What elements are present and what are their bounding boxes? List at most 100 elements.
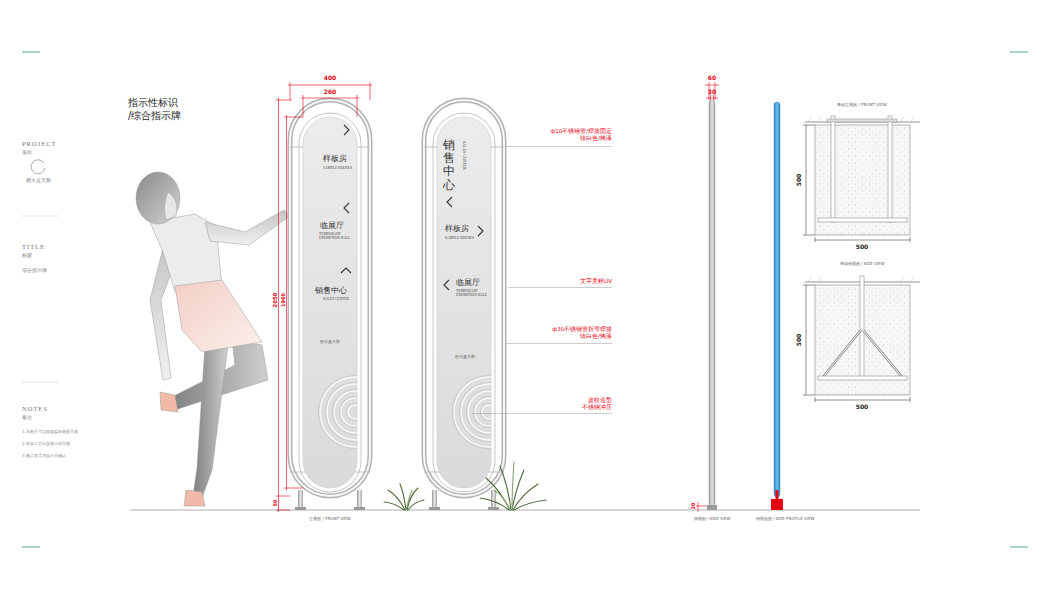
direction-arrow	[341, 125, 483, 290]
sign-panel	[320, 377, 357, 447]
sheet-title: 指示性标识 /综合指示牌	[128, 97, 184, 122]
woman-figure	[164, 192, 177, 220]
profile-pole	[776, 490, 779, 500]
logo-text: 碧水蓝天郡	[320, 340, 340, 344]
ground-line	[130, 510, 920, 511]
sign-panel	[348, 405, 357, 419]
side-pole	[707, 100, 717, 510]
foundation-side	[863, 330, 902, 377]
profile-pole	[771, 499, 783, 510]
dimension-line	[706, 98, 718, 99]
dimension-line	[698, 502, 699, 512]
callout-note: 文字美精UV	[580, 278, 612, 285]
sidebar-heading: TITLE	[22, 243, 45, 251]
logo-text: 碧水蓝天郡	[26, 178, 51, 183]
foundation-front	[806, 125, 807, 235]
foundation-front	[910, 117, 914, 122]
note-line: 2.材质工艺以实物小样为准	[22, 442, 70, 447]
plant	[494, 490, 510, 510]
logo-mark	[31, 160, 45, 174]
plant	[406, 462, 514, 510]
sign-panel	[340, 397, 358, 428]
dimension-line	[357, 95, 358, 117]
sign-panel	[474, 397, 492, 428]
foundation-front	[818, 117, 822, 122]
plant	[384, 502, 404, 510]
callout-note: ф30不锈钢管折弯焊接 钛白色/烤漆	[550, 326, 612, 340]
foundation-front	[808, 117, 812, 122]
dimension-line	[276, 82, 719, 512]
leader-line	[472, 413, 612, 414]
destination-english: SAMPLE HOUSES	[323, 166, 352, 170]
foundation-side	[803, 285, 815, 286]
foundation-side	[823, 330, 861, 377]
sign-panel	[461, 384, 491, 440]
callout-note: ф10不锈钢管/焊接固定 钛白色/烤漆	[548, 128, 612, 142]
foundation-side	[815, 400, 910, 401]
leader-line	[506, 343, 612, 344]
stainless-frame	[354, 507, 365, 510]
foundation-front	[803, 235, 815, 236]
sidebar-rule	[22, 216, 58, 382]
foundation-side	[818, 376, 907, 380]
sidebar-heading: 标题	[22, 252, 32, 258]
foundation-side	[900, 277, 904, 282]
woman-figure	[160, 392, 178, 412]
sidebar-rule	[22, 382, 58, 383]
foundation-side	[803, 285, 910, 402]
dimension-value: 50	[272, 500, 278, 507]
destination-name: 样板房	[445, 224, 469, 234]
sidebar-rule	[22, 216, 58, 217]
woman-figure	[175, 280, 262, 352]
foundation-front	[808, 117, 914, 122]
direction-arrow	[447, 197, 452, 207]
destination-english: SAMPLE HOUSES	[445, 236, 474, 240]
foundation-side	[803, 276, 920, 402]
plant	[500, 466, 511, 510]
side-pole	[709, 100, 715, 506]
destination-english: TEMPORARY EXHIBITION HALL	[456, 289, 494, 298]
foundation-front	[910, 237, 911, 242]
stainless-frame	[290, 100, 370, 510]
view-caption: 正视图 / FRONT VIEW	[309, 517, 350, 522]
sign-panel	[460, 383, 492, 442]
dimension-value: 400	[324, 74, 337, 81]
destination-name: 销售中心	[315, 286, 347, 296]
dimension-line	[284, 117, 303, 118]
foundation-front	[815, 125, 910, 235]
foundation-front	[803, 125, 815, 126]
direction-arrow	[341, 268, 351, 273]
sidebar-value: 综合指示牌	[22, 268, 47, 273]
logo-text: 碧水蓝天郡	[455, 355, 475, 359]
dimension-line	[284, 488, 303, 489]
sign-panel	[303, 117, 526, 488]
ground-line	[130, 510, 920, 511]
sign-panel	[453, 376, 492, 449]
profile-pole	[774, 102, 780, 497]
direction-arrow	[444, 280, 449, 290]
destination-english: SALES CENTER	[323, 297, 349, 301]
dimension-value: 260	[324, 88, 337, 95]
stainless-frame	[299, 113, 361, 492]
sign-panel	[319, 376, 358, 449]
foundation-side	[818, 277, 822, 282]
profile-pole	[771, 102, 783, 510]
plant	[513, 484, 538, 510]
dimension-value: 1960	[280, 293, 286, 307]
foundation-front	[815, 237, 816, 242]
destination-name: 临展厅	[456, 278, 480, 288]
view-caption: 基础侧视图 / SIDE VIEW	[840, 262, 885, 267]
dimension-value: 2050	[272, 292, 279, 307]
dimension-line	[286, 115, 287, 490]
stainless-frame	[295, 507, 306, 510]
view-caption: 侧视面图 / SIDE PROFILE VIEW	[756, 517, 815, 522]
sign-panel	[326, 383, 358, 442]
dimension-line	[288, 85, 372, 86]
foundation-front	[803, 125, 910, 242]
sidebar-heading: NOTES	[22, 405, 48, 413]
plant	[486, 478, 510, 510]
plant	[406, 490, 412, 510]
sidebar-heading: 项目	[22, 149, 32, 155]
